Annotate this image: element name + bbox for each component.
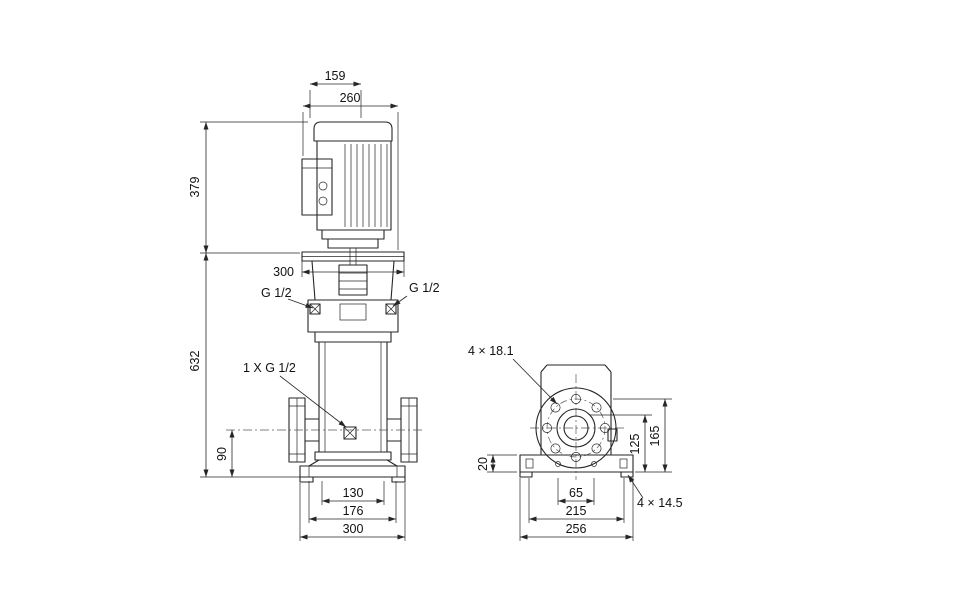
base-plate [519,454,634,478]
front-view: 159 260 379 632 300 G 1/2 G 1/2 1 X G 1/… [188,69,440,541]
dim-motor-width-label: 260 [340,91,361,105]
dim-hole-spacing-label: 65 [569,486,583,500]
dim-base-bolt-spacing-label: 215 [566,504,587,518]
discharge-flange [535,387,618,469]
motor-stool [301,248,405,333]
side-dimensions: 4 × 18.1 20 125 165 4 × 14.5 65 215 256 [468,344,683,541]
dim-flange-top-height-label: 165 [648,426,662,447]
dim-base-width-label: 300 [343,522,364,536]
pump-column [540,364,612,455]
motor [301,121,393,249]
dim-base-length-label: 256 [566,522,587,536]
flange-holes-label: 4 × 18.1 [468,344,514,358]
dim-motor-height-label: 379 [188,177,202,198]
dim-base-bolt-outer-label: 176 [343,504,364,518]
dim-base-plate-height-label: 20 [476,457,490,471]
dim-pump-height-label: 632 [188,351,202,372]
dim-fan-cover-width-label: 159 [325,69,346,83]
side-plug [607,428,618,442]
plug-right-label: G 1/2 [409,281,440,295]
centerlines [530,374,624,480]
dim-base-bolt-inner-label: 130 [343,486,364,500]
dim-stool-width-label: 300 [273,265,294,279]
side-view: 4 × 18.1 20 125 165 4 × 14.5 65 215 256 [468,344,683,541]
dim-port-height-label: 90 [215,447,229,461]
drain-plug-label: 1 X G 1/2 [243,361,296,375]
front-dimensions: 159 260 379 632 300 G 1/2 G 1/2 1 X G 1/… [188,69,440,541]
chamber-stack [314,331,392,461]
dim-flange-center-height-label: 125 [628,434,642,455]
pump-base [299,459,406,483]
base-holes-label: 4 × 14.5 [637,496,683,510]
plug-left-label: G 1/2 [261,286,292,300]
